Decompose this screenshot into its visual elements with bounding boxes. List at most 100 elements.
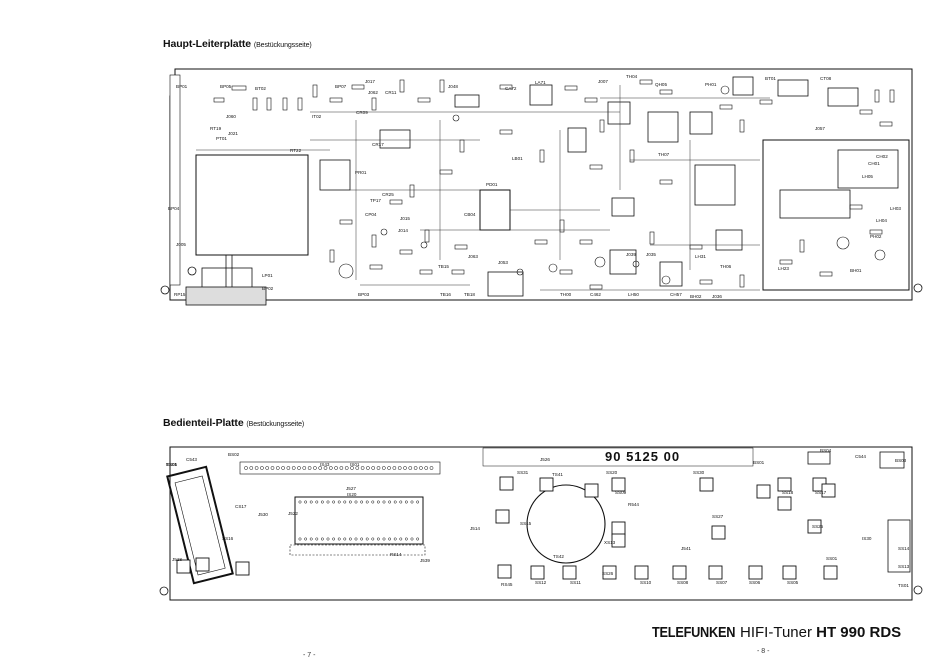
component-label: SS01 bbox=[826, 556, 838, 561]
component-label: IT02 bbox=[312, 114, 322, 119]
component-label: BS01 bbox=[753, 460, 765, 465]
component-label: C462 bbox=[590, 292, 601, 297]
pad bbox=[291, 466, 296, 470]
control-board bbox=[159, 446, 923, 601]
pad bbox=[249, 466, 254, 470]
component-label: SS13 bbox=[898, 564, 910, 569]
pad bbox=[318, 466, 323, 470]
component-label: SS08 bbox=[677, 580, 689, 585]
component-label: RP15 bbox=[174, 292, 186, 297]
component-label: TH06 bbox=[720, 264, 732, 269]
pad bbox=[254, 466, 259, 470]
component-label: LH50 bbox=[628, 292, 639, 297]
component-label: J060 bbox=[226, 114, 236, 119]
component-label: LH03 bbox=[890, 206, 901, 211]
component-label: J539 bbox=[420, 558, 430, 563]
pad bbox=[416, 500, 420, 504]
tact-switch bbox=[611, 533, 626, 548]
tact-switch bbox=[611, 477, 626, 492]
tact-switch bbox=[807, 519, 822, 534]
component-label: J039 bbox=[626, 252, 636, 257]
component-label: SS18 bbox=[782, 490, 794, 495]
page-number-left: - 7 - bbox=[303, 652, 316, 659]
pad bbox=[315, 537, 319, 541]
component-label: CT08 bbox=[820, 76, 832, 81]
pad bbox=[393, 537, 397, 541]
component-label: TS01 bbox=[166, 462, 177, 467]
component-label: J527 bbox=[346, 486, 356, 491]
tact-switch bbox=[777, 477, 792, 492]
component-label: CP04 bbox=[365, 212, 377, 217]
pad bbox=[388, 500, 392, 504]
tact-switch bbox=[821, 483, 836, 498]
pad bbox=[388, 537, 392, 541]
component-label: PR01 bbox=[355, 170, 367, 175]
component-label: RT22 bbox=[290, 148, 302, 153]
component-label: LB01 bbox=[512, 156, 523, 161]
pad bbox=[416, 537, 420, 541]
component-label: TP17 bbox=[370, 198, 381, 203]
pad bbox=[332, 500, 336, 504]
pad bbox=[360, 537, 364, 541]
component-label: J518 bbox=[172, 557, 182, 562]
pad bbox=[313, 466, 317, 470]
pad bbox=[403, 466, 407, 470]
pad bbox=[286, 466, 291, 470]
component-label: LA71 bbox=[535, 80, 546, 85]
pad bbox=[270, 466, 275, 470]
pad bbox=[337, 500, 341, 504]
pad bbox=[337, 537, 341, 541]
pad bbox=[376, 537, 380, 541]
brand-line: TELEFUNKEN HIFI-Tuner HT 990 RDS bbox=[652, 624, 901, 641]
component-label: PD01 bbox=[486, 182, 498, 187]
component-label: IS01 bbox=[350, 462, 360, 467]
pad bbox=[354, 500, 358, 504]
component-label: BT01 bbox=[765, 76, 776, 81]
pad bbox=[399, 537, 403, 541]
component-label: J021 bbox=[228, 131, 238, 136]
pad bbox=[382, 500, 386, 504]
component-label: CR09 bbox=[356, 110, 368, 115]
component-label: J522 bbox=[288, 511, 298, 516]
component-label: BP04 bbox=[168, 206, 180, 211]
component-label: TS41 bbox=[552, 472, 563, 477]
component-label: BP07 bbox=[335, 84, 347, 89]
part-number: 90 5125 00 bbox=[605, 449, 680, 464]
component-label: TS01 bbox=[898, 583, 909, 588]
pad bbox=[326, 500, 330, 504]
component-label: BH02 bbox=[690, 294, 702, 299]
pad bbox=[413, 466, 418, 470]
pad bbox=[371, 537, 375, 541]
component-label: CR11 bbox=[385, 90, 397, 95]
page-number-right: - 8 - bbox=[757, 648, 770, 655]
pad bbox=[366, 466, 370, 470]
tact-switch bbox=[672, 565, 687, 580]
pad bbox=[365, 500, 369, 504]
pad bbox=[410, 500, 414, 504]
pad bbox=[397, 466, 402, 470]
pad bbox=[334, 466, 338, 470]
component-label: J035 bbox=[646, 252, 656, 257]
component-label: RT19 bbox=[210, 126, 222, 131]
component-label: SS17 bbox=[815, 490, 827, 495]
pad bbox=[275, 466, 280, 470]
component-label: J514 bbox=[470, 526, 480, 531]
main-board bbox=[160, 68, 923, 306]
component-label: TH04 bbox=[626, 74, 638, 79]
component-label: CH57 bbox=[670, 292, 682, 297]
component-label: LH04 bbox=[876, 218, 887, 223]
component-label: LP01 bbox=[262, 273, 273, 278]
component-label: R544 bbox=[628, 502, 639, 507]
component-label: TH00 bbox=[560, 292, 572, 297]
component-label: CH01 bbox=[868, 161, 880, 166]
pad bbox=[309, 537, 313, 541]
component-label: SS09 bbox=[615, 490, 627, 495]
pad bbox=[320, 500, 324, 504]
component-label: J015 bbox=[400, 216, 410, 221]
component-label: CA72 bbox=[505, 86, 517, 91]
tact-switch bbox=[176, 559, 191, 574]
tact-switch bbox=[756, 484, 771, 499]
pad bbox=[344, 466, 349, 470]
pad bbox=[326, 537, 330, 541]
